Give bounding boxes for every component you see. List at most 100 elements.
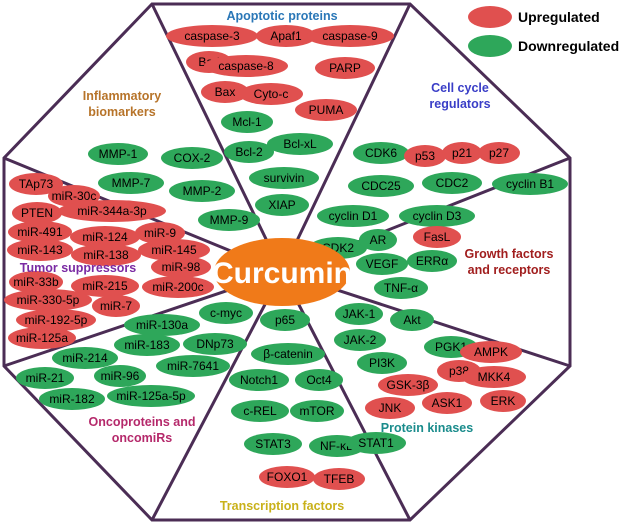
node-pill-jnk bbox=[365, 397, 415, 419]
center-ellipse bbox=[214, 238, 350, 306]
node-label-jak-2: JAK-2 bbox=[344, 333, 377, 347]
divider-top-left bbox=[150, 3, 284, 273]
category-onco-line1: Oncoproteins and bbox=[89, 415, 196, 429]
node-label-err: ERRα bbox=[416, 254, 448, 268]
node-label-xiap: XIAP bbox=[268, 198, 295, 212]
node-label-mir-130a: miR-130a bbox=[136, 318, 188, 332]
node-label-c-myc: c-myc bbox=[210, 306, 242, 320]
node-pill-ask1 bbox=[422, 392, 472, 414]
node-label-pi3k: PI3K bbox=[369, 356, 395, 370]
node-label-mir-98: miR-98 bbox=[162, 260, 201, 274]
node-label-cdc25: CDC25 bbox=[361, 179, 401, 193]
node-label-mir-125a-5p: miR-125a-5p bbox=[116, 389, 186, 403]
node-pill-p65 bbox=[260, 309, 310, 331]
node-pill-xiap bbox=[255, 194, 309, 216]
node-pill-bcl-xl bbox=[267, 133, 333, 155]
node-pill-mkk4 bbox=[462, 366, 526, 388]
node-pill-foxo1 bbox=[259, 466, 315, 488]
node-label-dnp73: DNp73 bbox=[196, 337, 234, 351]
node-pill-caspase-8 bbox=[204, 55, 288, 77]
node-label-mir-491: miR-491 bbox=[17, 225, 63, 239]
node-pill-mir-98 bbox=[151, 256, 211, 278]
node-label-puma: PUMA bbox=[309, 103, 344, 117]
category-onco-line2: oncomiRs bbox=[112, 431, 172, 445]
node-label-mir-7641: miR-7641 bbox=[167, 359, 219, 373]
node-label-mir-125a: miR-125a bbox=[16, 331, 68, 345]
node-pill-mir-215 bbox=[71, 275, 139, 297]
node-pill-tfeb bbox=[313, 468, 365, 490]
node-pill-mir-130a bbox=[124, 314, 200, 336]
node-pill-catenin bbox=[251, 343, 325, 365]
node-pill-mir-125a bbox=[8, 327, 76, 349]
node-label-apaf1: Apaf1 bbox=[270, 29, 302, 43]
node-label-mmp-1: MMP-1 bbox=[99, 147, 138, 161]
node-pill-cox-2 bbox=[161, 147, 223, 169]
node-label-catenin: β-catenin bbox=[263, 347, 313, 361]
node-label-cyclin-b1: cyclin B1 bbox=[506, 177, 554, 191]
divider-bottom-left bbox=[150, 271, 284, 521]
node-label-mir-330-5p: miR-330-5p bbox=[17, 293, 80, 307]
category-cellcycle-line1: Cell cycle bbox=[431, 81, 489, 95]
node-label-p21: p21 bbox=[452, 146, 472, 160]
node-pill-mir-200c bbox=[142, 276, 214, 298]
category-apoptotic: Apoptotic proteins bbox=[226, 9, 337, 23]
node-label-mir-30c: miR-30c bbox=[52, 189, 97, 203]
node-pill-c-rel bbox=[231, 400, 289, 422]
node-label-mir-200c: miR-200c bbox=[152, 280, 203, 294]
node-label-ar: AR bbox=[370, 233, 387, 247]
category-tumor: Tumor suppressors bbox=[20, 261, 137, 275]
node-label-gsk-3: GSK-3β bbox=[387, 378, 430, 392]
node-label-parp: PARP bbox=[329, 61, 361, 75]
node-pill-cyclin-d3 bbox=[399, 205, 475, 227]
node-pill-stat1 bbox=[346, 432, 406, 454]
node-pill-bcl-2 bbox=[224, 141, 274, 163]
node-pill-jak-1 bbox=[335, 303, 383, 325]
node-label-tfeb: TFEB bbox=[324, 472, 355, 486]
node-pill-pi3k bbox=[357, 352, 407, 374]
node-pill-parp bbox=[315, 57, 375, 79]
node-label-cox-2: COX-2 bbox=[174, 151, 211, 165]
node-pill-oct4 bbox=[295, 369, 343, 391]
divider-top-right bbox=[280, 3, 412, 273]
node-pill-mir-124 bbox=[70, 226, 140, 248]
node-pill-erk bbox=[480, 390, 526, 412]
node-pill-p27 bbox=[478, 142, 520, 164]
legend-downregulated-swatch bbox=[468, 35, 512, 57]
node-label-notch1: Notch1 bbox=[240, 373, 278, 387]
node-pill-mir-491 bbox=[8, 221, 72, 243]
node-label-oct4: Oct4 bbox=[306, 373, 332, 387]
node-label-bax: Bax bbox=[215, 85, 236, 99]
node-pill-caspase-3 bbox=[166, 25, 258, 47]
node-label-mir-96: miR-96 bbox=[101, 369, 140, 383]
legend-downregulated-label: Downregulated bbox=[518, 38, 619, 54]
node-pill-puma bbox=[295, 99, 357, 121]
node-label-stat3: STAT3 bbox=[255, 437, 291, 451]
node-pill-tnf bbox=[374, 277, 428, 299]
node-label-mmp-7: MMP-7 bbox=[112, 176, 151, 190]
node-label-mmp-2: MMP-2 bbox=[183, 184, 222, 198]
node-label-erk: ERK bbox=[491, 394, 516, 408]
node-label-bcl-2: Bcl-2 bbox=[235, 145, 263, 159]
node-label-mir-124: miR-124 bbox=[82, 230, 128, 244]
node-pill-vegf bbox=[356, 253, 408, 275]
node-label-cdc2: CDC2 bbox=[436, 176, 469, 190]
node-label-survivin: survivin bbox=[264, 171, 305, 185]
node-label-mir-9: miR-9 bbox=[144, 226, 176, 240]
node-pill-akt bbox=[390, 309, 434, 331]
node-label-mir-145: miR-145 bbox=[151, 243, 197, 257]
legend: Upregulated Downregulated bbox=[468, 6, 619, 57]
node-label-mir-7: miR-7 bbox=[100, 299, 132, 313]
node-pill-ampk bbox=[460, 341, 522, 363]
node-label-c-rel: c-REL bbox=[243, 404, 277, 418]
category-inflammatory-line1: Inflammatory bbox=[83, 89, 162, 103]
node-pill-apaf1 bbox=[256, 25, 316, 47]
node-pill-gsk-3 bbox=[378, 374, 438, 396]
node-pill-cyclin-b1 bbox=[492, 173, 568, 195]
node-label-mir-214: miR-214 bbox=[62, 351, 108, 365]
node-label-p53: p53 bbox=[415, 149, 435, 163]
node-pill-mir-96 bbox=[94, 365, 146, 387]
node-pill-cyto-c bbox=[239, 83, 303, 105]
node-pill-mmp-2 bbox=[169, 180, 235, 202]
